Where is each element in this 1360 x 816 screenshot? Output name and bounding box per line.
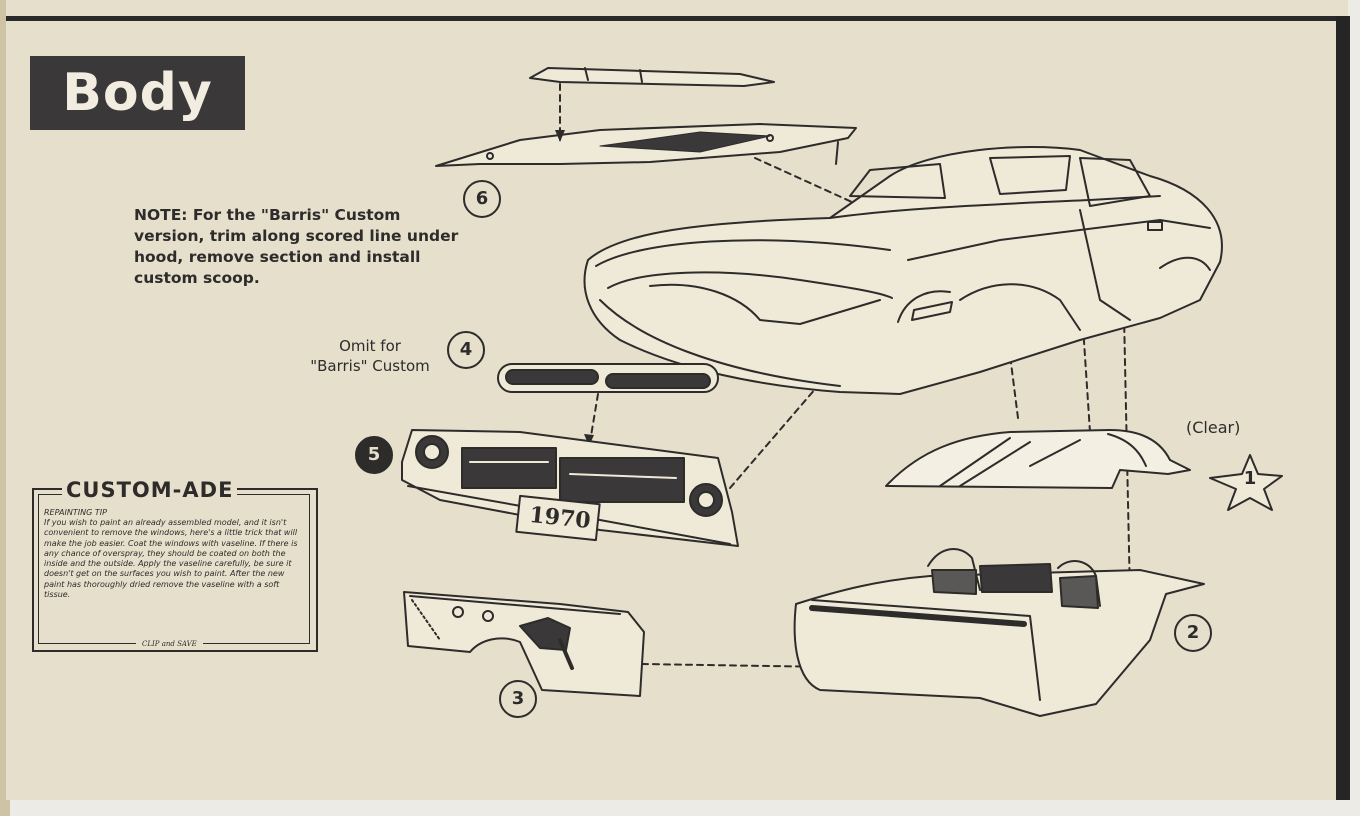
top-rule: [6, 16, 1346, 21]
clear-label: (Clear): [1186, 418, 1241, 437]
section-title-banner: Body: [30, 56, 245, 130]
note-text-block: NOTE: For the "Barris" Custom version, t…: [134, 205, 474, 289]
right-border-bar: [1336, 16, 1350, 800]
part-callout-5: 5: [355, 436, 393, 474]
car-body-part: [583, 146, 1223, 395]
note-text: For the "Barris" Custom version, trim al…: [134, 206, 459, 287]
tip-footer: CLIP and SAVE: [136, 640, 203, 648]
part-callout-1: 1: [1243, 468, 1257, 489]
grille-part: [401, 429, 739, 547]
tip-title: CUSTOM-ADE: [62, 478, 238, 502]
omit-note: Omit for "Barris" Custom: [300, 336, 440, 376]
tip-body: If you wish to paint an already assemble…: [44, 518, 298, 600]
omit-note-line2: "Barris" Custom: [310, 357, 430, 375]
note-label: NOTE:: [134, 206, 188, 224]
tip-subtitle: REPAINTING TIP: [44, 508, 107, 517]
part-callout-3: 3: [499, 680, 537, 718]
hood-scoop-part: [529, 67, 775, 87]
dashboard-part: [403, 591, 645, 697]
omit-note-line1: Omit for: [339, 337, 401, 355]
hood-part: [435, 123, 857, 167]
interior-tub-part: [793, 548, 1205, 717]
grille-bar-part: [497, 363, 719, 393]
part-callout-2: 2: [1174, 614, 1212, 652]
star-callout-1: [1209, 454, 1283, 511]
part-callout-6: 6: [463, 180, 501, 218]
windshield-part: [885, 429, 1191, 489]
page-edge: [0, 0, 10, 816]
part-callout-4: 4: [447, 331, 485, 369]
